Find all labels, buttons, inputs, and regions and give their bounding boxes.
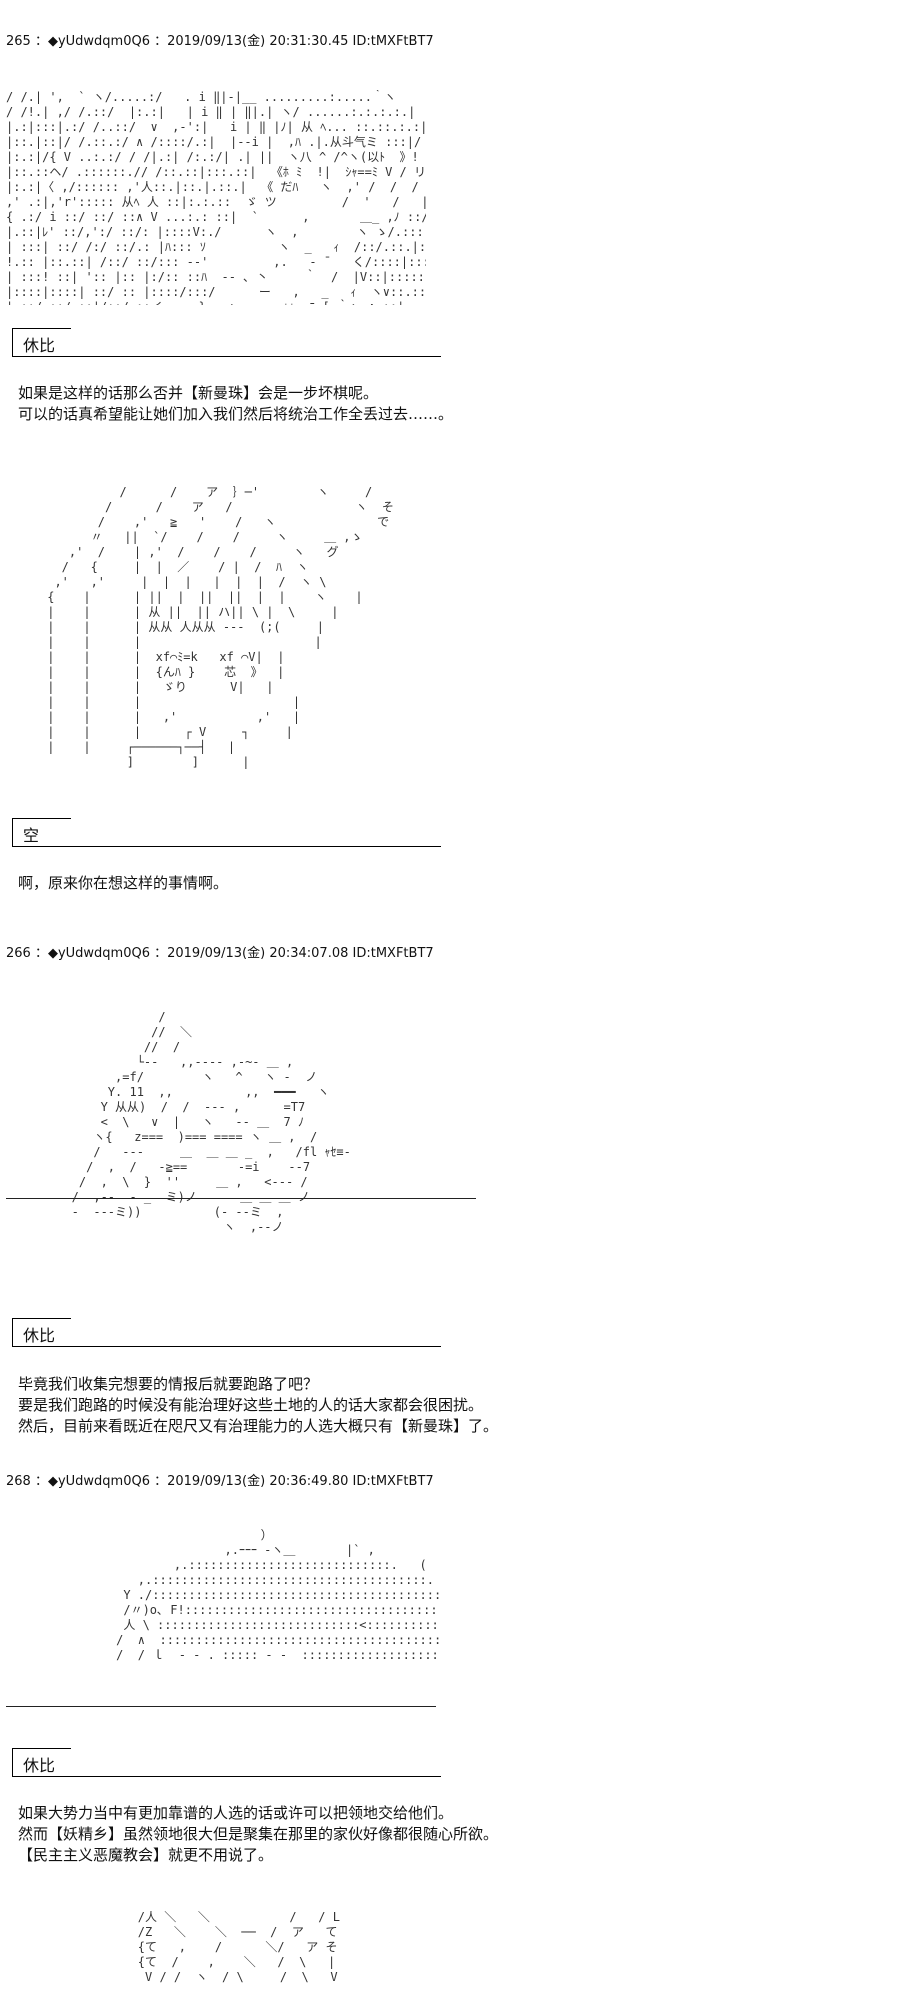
speaker-box: 休比 bbox=[12, 328, 441, 357]
dialog-line: 然而【妖精乡】虽然领地很大但是聚集在那里的家伙好像都很随心所欲。 bbox=[18, 1825, 499, 1843]
dialog-text: 如果大势力当中有更加靠谱的人选的话或许可以把领地交给他们。 然而【妖精乡】虽然领… bbox=[18, 1803, 498, 1866]
speaker-name: 休比 bbox=[23, 1756, 56, 1775]
ascii-art: / /.| ', ` ヽ/.....:/ . i ‖|‐|__ ........… bbox=[6, 90, 426, 305]
speaker-name: 休比 bbox=[23, 1326, 56, 1345]
ascii-art: / // ＼ // / └-- ,,-‐-‐ ,-~‐ ＿ , ,=f/ ヽ ^… bbox=[71, 1010, 351, 1234]
speaker-name: 休比 bbox=[23, 336, 56, 355]
speaker-box: 休比 bbox=[12, 1318, 441, 1347]
ascii-art: /人 ＼ ＼ / / L /Z ＼ ＼ ── / ア て {て , / ＼/ ア… bbox=[137, 1910, 340, 1984]
dialog-line: 要是我们跑路的时候没有能治理好这些土地的人的话大家都会很困扰。 bbox=[18, 1396, 484, 1414]
ground-line bbox=[6, 1706, 436, 1707]
dialog-text: 啊，原来你在想这样的事情啊。 bbox=[18, 873, 228, 894]
speaker-box: 空 bbox=[12, 818, 441, 847]
dialog-line: 【民主主义恶魔教会】就更不用说了。 bbox=[18, 1846, 274, 1864]
dialog-line: 如果大势力当中有更加靠谱的人选的话或许可以把领地交给他们。 bbox=[18, 1804, 454, 1822]
dialog-line: 如果是这样的话那么否并【新曼珠】会是一步坏棋呢。 bbox=[18, 384, 379, 402]
speaker-name: 空 bbox=[23, 826, 40, 845]
ascii-art: ） ,.ｰｰｰ ‐ヽ＿ |` , ,.:::::::::::::::::::::… bbox=[116, 1528, 440, 1662]
speaker-box: 休比 bbox=[12, 1748, 441, 1777]
post-header: 265 ：◆yUdwdqm0Q6 ：2019/09/13(金) 20:31:30… bbox=[6, 34, 434, 49]
dialog-text: 如果是这样的话那么否并【新曼珠】会是一步坏棋呢。 可以的话真希望能让她们加入我们… bbox=[18, 383, 453, 425]
post-header: 266 ：◆yUdwdqm0Q6 ：2019/09/13(金) 20:34:07… bbox=[6, 946, 434, 961]
ground-line bbox=[6, 1198, 476, 1199]
dialog-line: 然后，目前来看既近在咫尺又有治理能力的人选大概只有【新曼珠】了。 bbox=[18, 1417, 499, 1435]
post-header: 268 ：◆yUdwdqm0Q6 ：2019/09/13(金) 20:36:49… bbox=[6, 1474, 434, 1489]
ascii-art: / / ア ｝─' ヽ / / / ア / ヽ そ / ,' ≧ ' / ヽ で… bbox=[47, 485, 394, 769]
dialog-line: 可以的话真希望能让她们加入我们然后将统治工作全丢过去……。 bbox=[18, 405, 454, 423]
dialog-line: 啊，原来你在想这样的事情啊。 bbox=[18, 874, 229, 892]
dialog-line: 毕竟我们收集完想要的情报后就要跑路了吧？ bbox=[18, 1375, 319, 1393]
dialog-text: 毕竟我们收集完想要的情报后就要跑路了吧？ 要是我们跑路的时候没有能治理好这些土地… bbox=[18, 1374, 498, 1437]
